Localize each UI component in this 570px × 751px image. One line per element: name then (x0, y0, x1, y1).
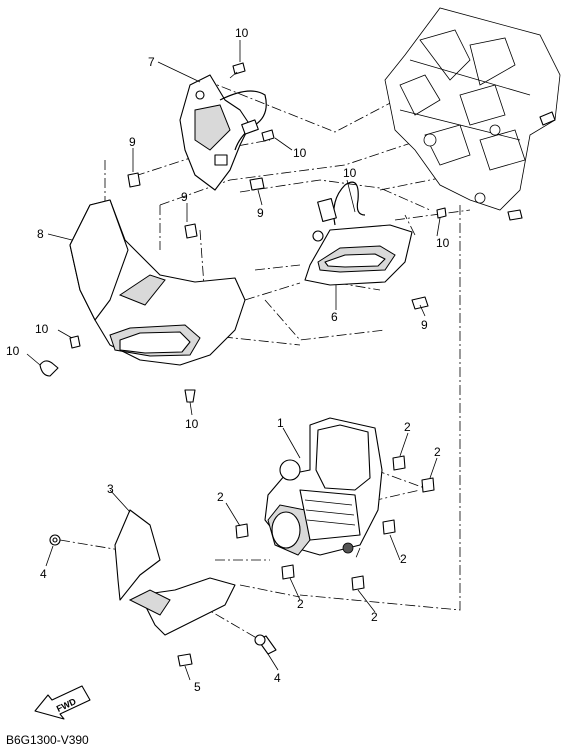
callout-2-e: 2 (297, 597, 304, 611)
callout-6: 6 (331, 310, 338, 324)
nuts-2 (235, 455, 435, 591)
bolt-4-left (49, 534, 61, 546)
callout-10-bracket-bolt: 10 (293, 146, 307, 160)
callout-2-c: 2 (217, 490, 224, 504)
callout-2-f: 2 (371, 610, 378, 624)
part-6-headlight (304, 181, 413, 286)
part-3-lower-cover (114, 509, 236, 636)
part-1-headlight-unit (264, 417, 383, 556)
assembly-lines (59, 79, 481, 641)
callout-3: 3 (107, 482, 114, 496)
callout-10-cowling-screw: 10 (6, 344, 20, 358)
clip-nuts-9 (127, 172, 429, 310)
callout-7: 7 (148, 55, 155, 69)
part-7-headlight-inner-bracket (179, 74, 267, 191)
leader-lines (26, 40, 441, 681)
bolt-top (229, 62, 246, 79)
bolt-bracket-right (261, 129, 275, 142)
cowling-bolts (39, 335, 196, 403)
part-8-front-cowling (69, 199, 246, 366)
callout-5: 5 (194, 680, 201, 694)
callout-8: 8 (37, 227, 44, 241)
callout-2-a: 2 (404, 420, 411, 434)
callout-9-bracket-clip: 9 (257, 206, 264, 220)
callout-9-right-clip: 9 (421, 318, 428, 332)
diagram-code: B6G1300-V390 (6, 733, 89, 747)
fwd-arrow: FWD (34, 685, 91, 720)
callout-10-cowling-bolt: 10 (35, 322, 49, 336)
callout-10-top-bolt: 10 (235, 26, 249, 40)
callout-10-headlight-wire: 10 (343, 166, 357, 180)
callouts: 10 7 9 10 10 9 9 8 10 6 9 10 10 10 1 2 2… (6, 26, 450, 694)
frame-bolts (436, 111, 556, 221)
callout-2-b: 2 (434, 445, 441, 459)
callout-9-center-clip: 9 (181, 190, 188, 204)
callout-9-left-clip: 9 (129, 135, 136, 149)
callout-2-d: 2 (400, 552, 407, 566)
frame-stay (384, 7, 561, 211)
bolt-4-right (254, 634, 277, 655)
callout-4-right: 4 (274, 671, 281, 685)
callout-10-lower-bolt: 10 (185, 417, 199, 431)
callout-4-left: 4 (40, 567, 47, 581)
callout-10-headlight-bolt: 10 (436, 236, 450, 250)
nut-5 (177, 653, 193, 667)
callout-1: 1 (277, 416, 284, 430)
